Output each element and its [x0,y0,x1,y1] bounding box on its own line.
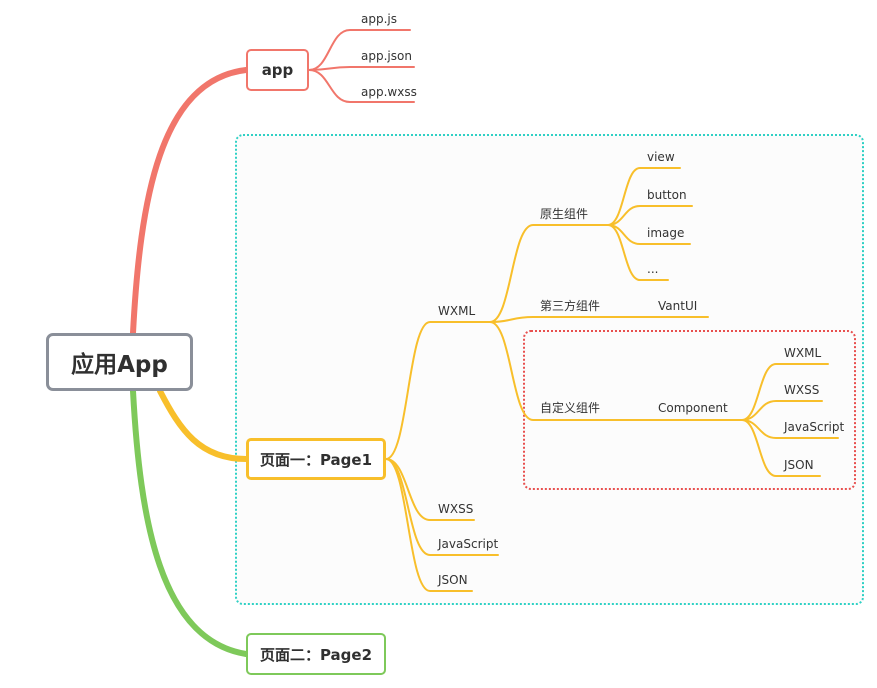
app-node[interactable]: app [246,49,309,91]
component-javascript[interactable]: JavaScript [784,420,845,434]
component-json[interactable]: JSON [784,458,814,472]
third-party-components-node[interactable]: 第三方组件 [540,299,601,313]
native-item-button[interactable]: button [647,188,687,202]
page1-node[interactable]: 页面一：Page1 [246,438,386,480]
connector-native-button [607,205,693,226]
custom-component-group-frame [523,330,856,490]
native-item-more[interactable]: ... [647,262,659,276]
component-wxss[interactable]: WXSS [784,383,820,397]
connector-component-wxml [741,363,829,421]
app-file-wxss[interactable]: app.wxss [361,85,417,99]
connector-page1-json [385,458,473,592]
connector-native-view [607,167,681,226]
connector-app-js [308,29,411,71]
native-components-node[interactable]: 原生组件 [540,207,589,221]
connector-native-more [607,224,669,281]
connector-root-app [130,67,249,336]
connector-app-json [308,66,415,71]
wxml-node[interactable]: WXML [438,304,476,318]
connector-page1-wxml [385,321,491,460]
root-node[interactable]: 应用App [46,333,193,391]
connector-component-wxss [741,400,823,421]
connector-component-json [741,419,821,477]
app-file-json[interactable]: app.json [361,49,412,63]
page2-node[interactable]: 页面二：Page2 [246,633,386,675]
connector-root-page2 [130,388,249,657]
connector-wxml-native [489,224,609,323]
connector-app-wxss [308,69,415,103]
native-item-view[interactable]: view [647,150,675,164]
connector-wxml-thirdparty [489,316,709,323]
custom-components-node[interactable]: 自定义组件 [540,401,601,415]
wxss-node[interactable]: WXSS [438,502,474,516]
native-item-image[interactable]: image [647,226,685,240]
component-wxml[interactable]: WXML [784,346,822,360]
app-file-js[interactable]: app.js [361,12,397,26]
component-node[interactable]: Component [658,401,728,415]
json-node[interactable]: JSON [438,573,468,587]
javascript-node[interactable]: JavaScript [438,537,499,551]
vantui-node[interactable]: VantUI [658,299,698,313]
connector-root-page1 [157,388,249,462]
connector-wxml-custom [489,321,651,421]
